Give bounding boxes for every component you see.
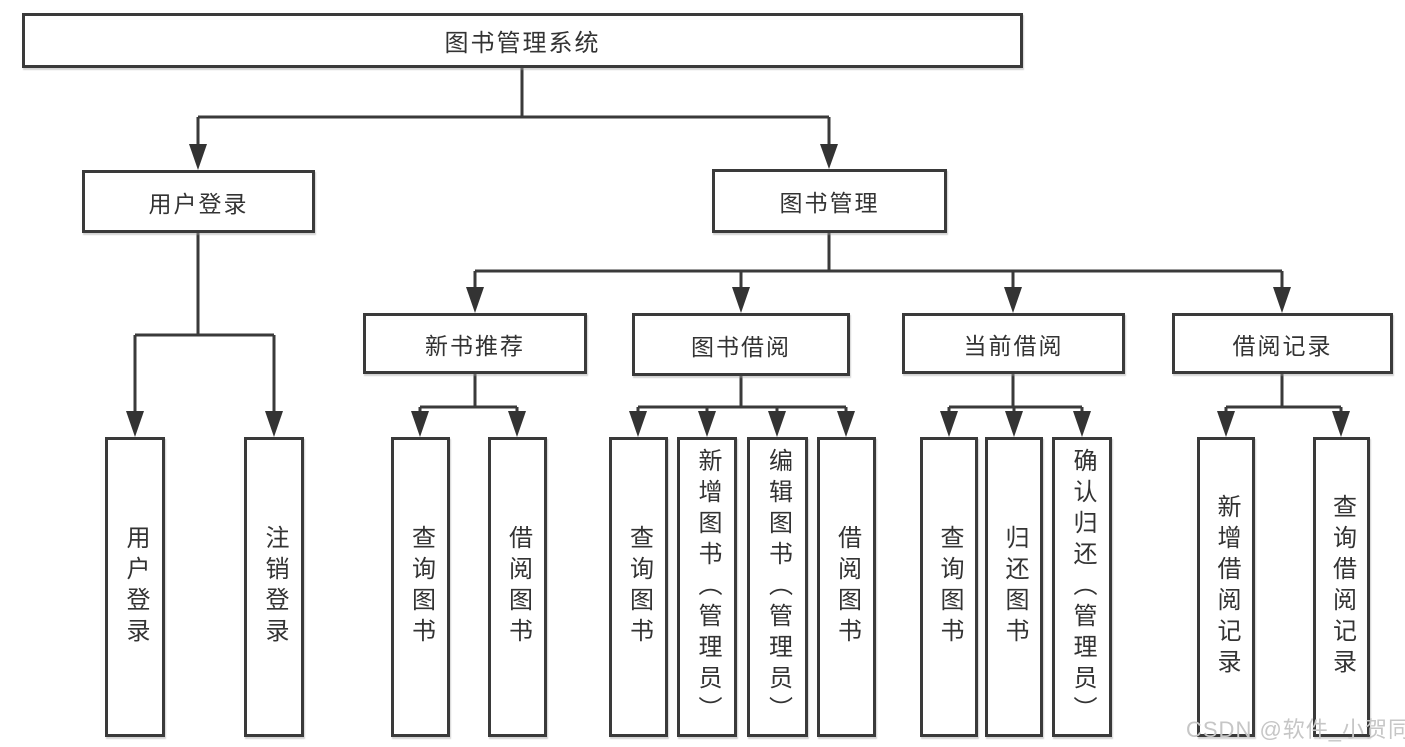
arrowhead [508,411,526,437]
node-new-book-recommend: 新书推荐 [363,313,587,374]
node-user-login: 用户登录 [82,170,315,233]
node-library-management-system: 图书管理系统 [22,13,1023,68]
leaf-borrow-add-book-admin: 新增图书（管理员） [677,437,737,737]
arrowhead [940,411,958,437]
arrowhead [1073,411,1091,437]
connector-borrow-record-branch [1217,374,1350,437]
leaf-current-query-book: 查询图书 [920,437,978,737]
node-borrow-record: 借阅记录 [1172,313,1393,374]
connector-new-book-branch [411,374,526,437]
connector-root-branch [189,68,838,170]
leaf-logout-login: 注销登录 [244,437,304,737]
arrowhead [1273,287,1291,313]
arrowhead [466,287,484,313]
arrowhead [189,144,207,170]
leaf-record-query-borrow-record: 查询借阅记录 [1313,437,1370,737]
arrowhead [1332,411,1350,437]
arrowhead [837,411,855,437]
leaf-record-add-borrow-record: 新增借阅记录 [1197,437,1255,737]
arrowhead [126,411,144,437]
leaf-current-confirm-return-admin: 确认归还（管理员） [1052,437,1112,737]
arrowhead [1217,411,1235,437]
node-book-borrow: 图书借阅 [632,313,850,376]
node-book-management: 图书管理 [712,169,947,233]
leaf-newbook-query-book: 查询图书 [391,437,450,737]
arrowhead [1005,411,1023,437]
leaf-borrow-edit-book-admin: 编辑图书（管理员） [747,437,808,737]
arrowhead [768,411,786,437]
arrowhead [629,411,647,437]
leaf-borrow-borrow-book: 借阅图书 [817,437,876,737]
leaf-user-login: 用户登录 [105,437,165,737]
node-current-borrow: 当前借阅 [902,313,1125,374]
arrowhead [411,411,429,437]
connector-current-borrow-branch [940,374,1091,437]
connector-book-borrow-branch [629,376,855,437]
leaf-current-return-book: 归还图书 [985,437,1043,737]
connector-user-login-branch [126,233,283,437]
leaf-borrow-query-book: 查询图书 [609,437,668,737]
arrowhead [265,411,283,437]
arrowhead [1004,287,1022,313]
leaf-newbook-borrow-book: 借阅图书 [488,437,547,737]
connector-book-management-branch [466,233,1291,313]
csdn-watermark: CSDN @软件_小贺同学 [1186,717,1405,742]
arrowhead [732,287,750,313]
arrowhead [698,411,716,437]
arrowhead [820,144,838,169]
